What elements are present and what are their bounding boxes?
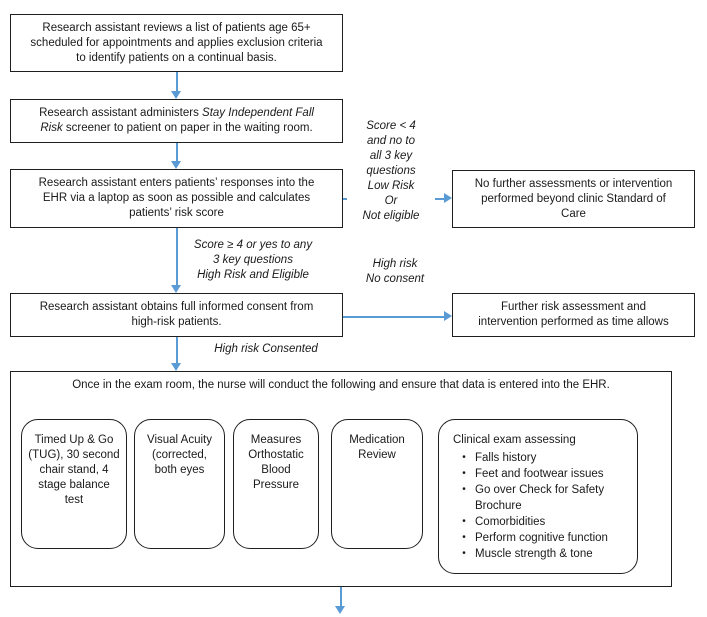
label-high-risk-no-consent: High risk No consent xyxy=(365,258,425,285)
clinical-exam-bullet: • Comorbidities xyxy=(453,514,627,530)
bullet-dot-icon: • xyxy=(462,468,466,479)
arrow-exam-continuation-line xyxy=(340,587,342,606)
process-box-review-patient-list-text: Research assistant reviews a list of pat… xyxy=(30,21,323,64)
clinical-exam-bullet-text: Falls history xyxy=(475,452,537,464)
bullet-dot-icon: • xyxy=(462,484,466,495)
card-clinical-exam: Clinical exam assessing • Falls history … xyxy=(438,419,638,574)
card-tug-balance-tests-text: Timed Up & Go (TUG), 30 second chair sta… xyxy=(28,434,120,506)
exam-section-header: Once in the exam room, the nurse will co… xyxy=(72,379,610,391)
process-box-administer-screener-text: Research assistant administers Stay Inde… xyxy=(29,106,324,136)
arrow-box2-to-box3-head xyxy=(171,161,182,169)
arrow-box3-to-box4-head xyxy=(171,285,182,293)
process-box-obtain-consent-text: Research assistant obtains full informed… xyxy=(39,301,314,328)
clinical-exam-bullet-text: Perform cognitive function xyxy=(475,532,608,544)
arrow-box3-to-box4-line xyxy=(176,228,178,285)
arrow-box4-to-time-allows-line xyxy=(343,316,444,318)
clinical-exam-bullet: • Falls history xyxy=(453,450,627,466)
outcome-box-time-allows: Further risk assessment and intervention… xyxy=(452,293,695,337)
arrow-box1-to-box2-head xyxy=(171,91,182,99)
card-visual-acuity-text: Visual Acuity (corrected, both eyes xyxy=(147,434,212,476)
outcome-box-standard-care: No further assessments or intervention p… xyxy=(452,170,695,228)
card-orthostatic-bp: Measures Orthostatic Blood Pressure xyxy=(233,419,319,549)
clinical-exam-bullet-list: • Falls history • Feet and footwear issu… xyxy=(453,450,627,562)
clinical-exam-bullet: • Muscle strength & tone xyxy=(453,546,627,562)
clinical-exam-bullet: • Go over Check for Safety Brochure xyxy=(453,482,627,514)
label-high-risk-eligible: Score ≥ 4 or yes to any 3 key questions … xyxy=(193,239,313,281)
clinical-exam-bullet-text: Go over Check for Safety Brochure xyxy=(475,484,605,512)
bullet-dot-icon: • xyxy=(462,548,466,559)
clinical-exam-bullet-text: Comorbidities xyxy=(475,516,546,528)
clinical-exam-bullet-text: Feet and footwear issues xyxy=(475,468,604,480)
card-visual-acuity: Visual Acuity (corrected, both eyes xyxy=(134,419,225,549)
label-low-risk: Score < 4 and no to all 3 key questions … xyxy=(347,119,435,224)
card-medication-review: Medication Review xyxy=(331,419,423,549)
arrow-box2-to-box3-line xyxy=(176,143,178,161)
card-medication-review-text: Medication Review xyxy=(349,434,405,461)
arrow-exam-continuation-head xyxy=(335,606,346,614)
exam-room-section: Once in the exam room, the nurse will co… xyxy=(10,371,672,587)
process-box-administer-screener: Research assistant administers Stay Inde… xyxy=(10,99,343,143)
label-high-risk-consented: High risk Consented xyxy=(214,343,318,355)
clinical-exam-bullet: • Feet and footwear issues xyxy=(453,466,627,482)
arrow-box4-to-time-allows-head xyxy=(444,311,452,322)
bullet-dot-icon: • xyxy=(462,516,466,527)
arrow-box1-to-box2-line xyxy=(176,72,178,92)
bullet-dot-icon: • xyxy=(462,452,466,463)
bullet-dot-icon: • xyxy=(462,532,466,543)
screener-text-suffix: screener to patient on paper in the wait… xyxy=(62,122,313,134)
process-box-enter-responses-ehr-text: Research assistant enters patients’ resp… xyxy=(38,177,315,219)
arrow-box4-to-exam-line xyxy=(176,337,178,363)
outcome-box-time-allows-text: Further risk assessment and intervention… xyxy=(478,301,669,328)
process-box-enter-responses-ehr: Research assistant enters patients’ resp… xyxy=(10,169,343,228)
card-tug-balance-tests: Timed Up & Go (TUG), 30 second chair sta… xyxy=(21,419,127,549)
clinical-exam-bullet-text: Muscle strength & tone xyxy=(475,548,593,560)
process-box-obtain-consent: Research assistant obtains full informed… xyxy=(10,293,343,337)
arrow-box4-to-exam-head xyxy=(171,363,182,371)
arrow-box3-to-standard-care-head xyxy=(444,193,452,204)
card-orthostatic-bp-text: Measures Orthostatic Blood Pressure xyxy=(248,434,304,491)
clinical-exam-bullet: • Perform cognitive function xyxy=(453,530,627,546)
screener-text-prefix: Research assistant administers xyxy=(39,107,203,119)
screener-name-italic: Stay Independent Fall Risk xyxy=(40,107,314,134)
outcome-box-standard-care-text: No further assessments or intervention p… xyxy=(474,177,673,220)
process-box-review-patient-list: Research assistant reviews a list of pat… xyxy=(10,14,343,72)
clinical-exam-title: Clinical exam assessing xyxy=(453,434,576,446)
